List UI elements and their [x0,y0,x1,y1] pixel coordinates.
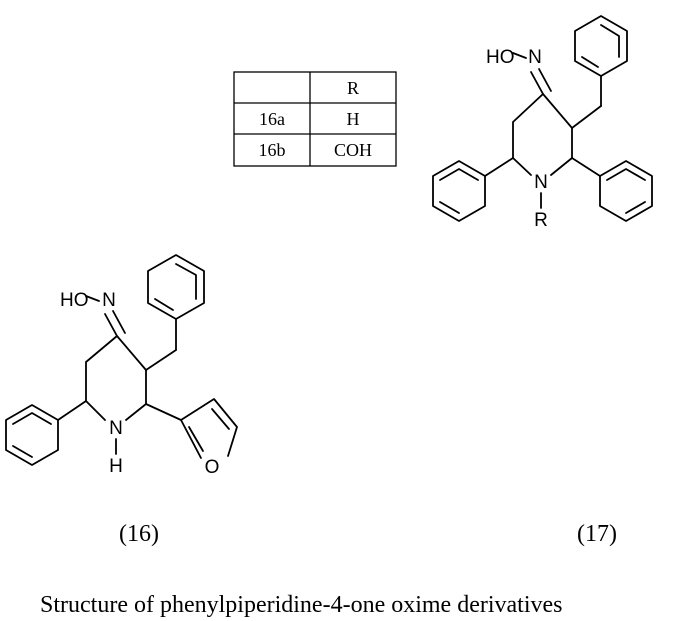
atom-label: N [102,290,116,311]
atom-label: H [109,456,123,477]
table-header-cell: R [347,78,359,98]
piperidine-ring [85,335,147,421]
benzene-ring [599,160,653,222]
r-group-table: R 16a H 16b COH [233,71,397,167]
molecule-16-structure-icon: N HO N H O [5,254,238,478]
atom-label: N [528,47,542,68]
table-cell: COH [334,140,372,160]
piperidine-ring [512,93,573,176]
atom-label: R [534,210,548,231]
furan-ring [180,398,238,457]
compound-label-17: (17) [577,521,617,547]
atom-label: HO [60,290,89,311]
molecule-17-structure-icon: N HO N R [432,15,653,231]
atom-label: N [534,172,548,193]
atom-label: N [109,418,123,439]
compound-label-16: (16) [119,521,159,547]
table-border [233,71,397,167]
benzene-ring [432,160,486,222]
atom-label: HO [486,47,515,68]
table-cell: 16b [259,140,286,160]
table-cell: H [347,109,360,129]
table-cell: 16a [259,109,285,129]
benzene-ring [5,404,59,466]
furan-oxygen-label: O [205,457,220,478]
figure-caption: Structure of phenylpiperidine-4-one oxim… [40,592,563,618]
